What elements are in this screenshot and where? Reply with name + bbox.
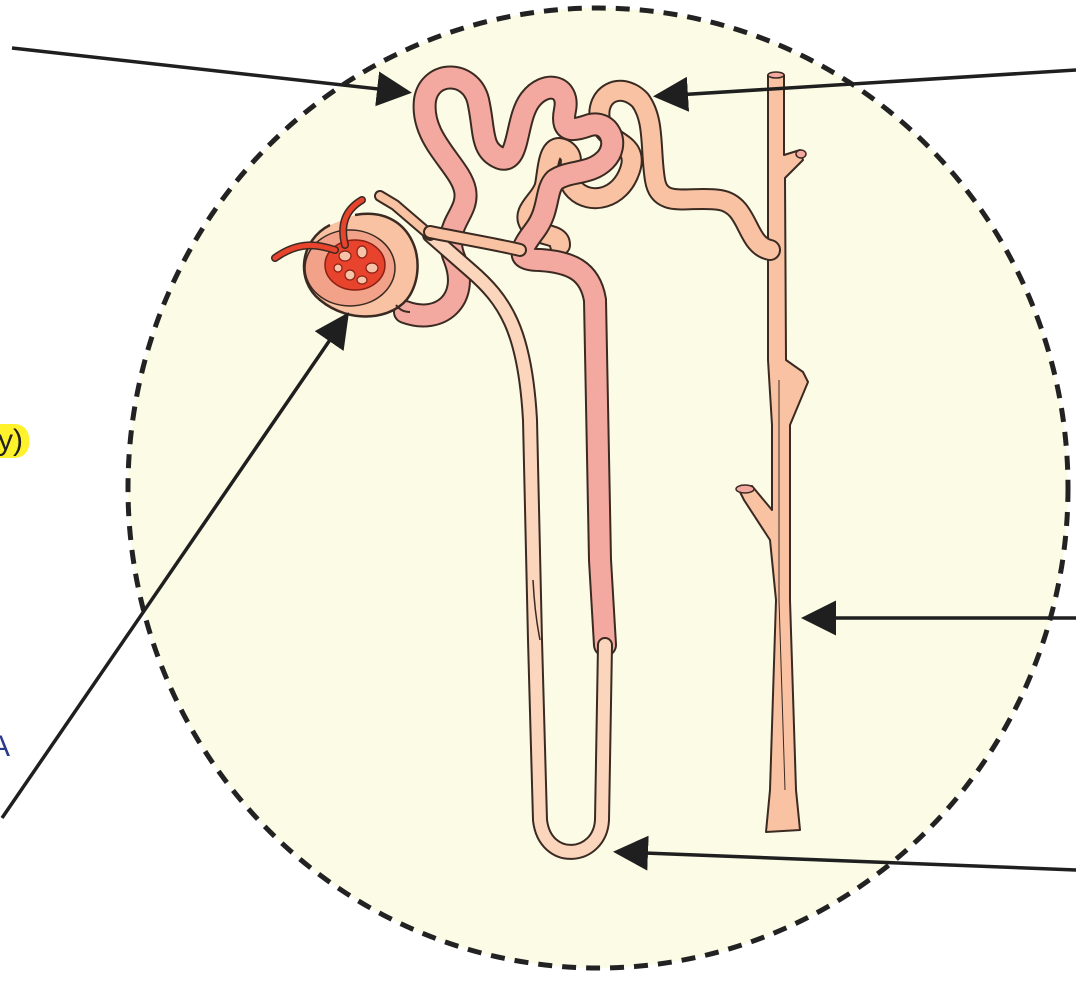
arrow-to-proximal-tubule bbox=[12, 48, 405, 92]
blue-label-fragment: A bbox=[0, 730, 10, 764]
highlighted-label-fragment: y) bbox=[0, 424, 29, 458]
